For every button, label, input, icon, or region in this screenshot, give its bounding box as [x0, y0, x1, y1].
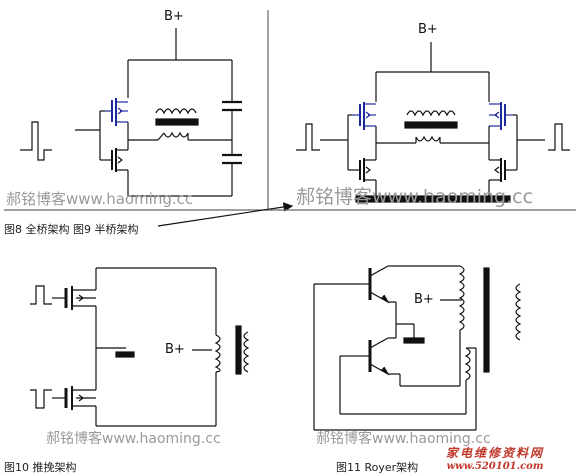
push-pull-primary [214, 334, 221, 373]
royer-core [483, 267, 490, 373]
input-pulse [20, 121, 52, 161]
mosfet-upper-left-icon [352, 102, 376, 130]
ground-bar [355, 195, 511, 203]
royer-feedback [464, 347, 471, 381]
left-input-pulse [296, 123, 320, 151]
transformer-primary [163, 131, 189, 138]
caption-fig11: 图11 Royer架构 [336, 461, 419, 474]
caption-fig10: 图10 推挽架构 [4, 461, 77, 474]
transformer-secondary-2 [406, 110, 456, 117]
mosfet-lower-right-icon [489, 158, 513, 182]
royer-primary [458, 265, 465, 331]
royer-secondary [515, 283, 522, 341]
half-bridge-diagram [268, 42, 576, 211]
brand-name: 家电维修资料网 [446, 446, 545, 460]
transformer-primary-2 [415, 135, 441, 142]
push-pull-secondary [243, 331, 250, 373]
caption-pointer-arrow [157, 205, 291, 227]
transformer-core-2 [404, 121, 458, 129]
full-bridge-diagram [4, 10, 269, 211]
mosfet-upper-icon [105, 98, 128, 126]
push-pull-pulse-bottom [30, 389, 52, 409]
bplus-label-fig11: B+ [414, 292, 434, 307]
right-input-pulse [548, 123, 570, 151]
watermark-fig9: 郝铭博客www.haoming.cc [296, 186, 534, 208]
bplus-label-fig9: B+ [418, 22, 438, 37]
bplus-label-fig10: B+ [165, 342, 185, 357]
brand-logo: 家电维修资料网 www.520101.com [446, 444, 544, 472]
transformer-secondary [155, 108, 197, 115]
caption-fig8-fig9: 图8 全桥架构 图9 半桥架构 [4, 223, 139, 236]
watermark-fig10: 郝铭博客www.haoming.cc [46, 431, 221, 447]
watermark-fig11: 郝铭博客www.haoming.cc [316, 431, 491, 447]
mosfet-upper-right-icon [489, 102, 513, 130]
transformer-core [155, 118, 199, 126]
push-pull-diagram [30, 267, 250, 427]
watermark-fig8: 郝铭博客www.haoming.cc [6, 190, 194, 208]
brand-url: www.520101.com [446, 461, 544, 472]
push-pull-pulse-top [30, 285, 52, 305]
mosfet-lower-left-icon [352, 158, 376, 182]
bplus-label-fig8: B+ [164, 9, 184, 24]
push-pull-core [235, 325, 242, 375]
royer-diagram [313, 265, 522, 431]
mosfet-lower-icon [105, 148, 128, 172]
